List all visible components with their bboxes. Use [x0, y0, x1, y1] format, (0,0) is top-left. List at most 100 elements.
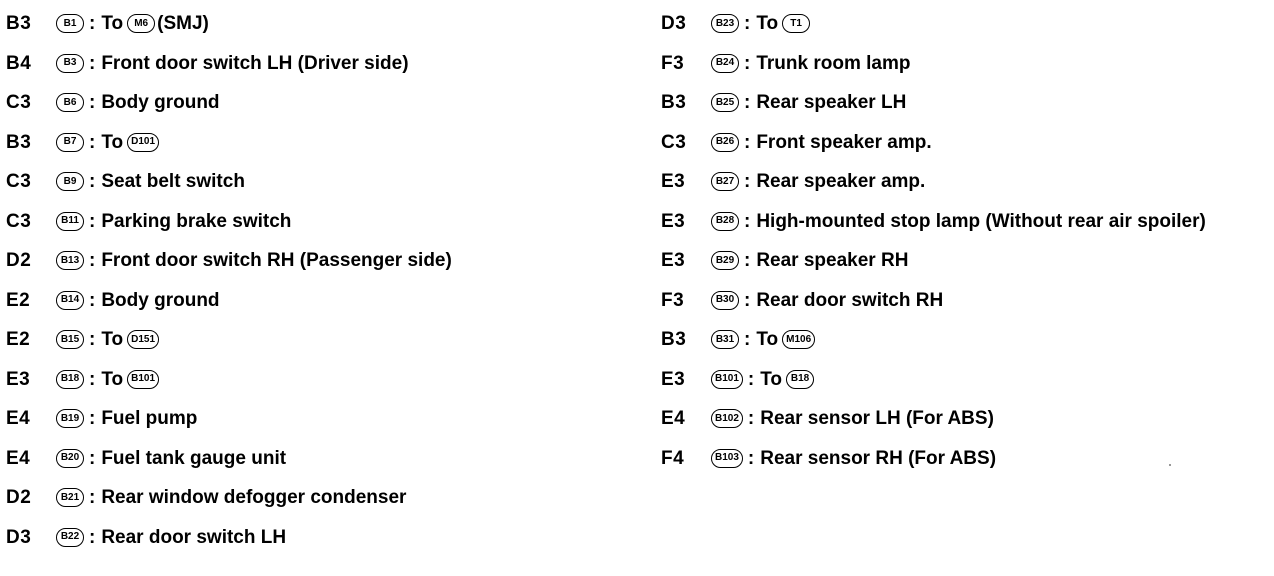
- grid-reference: D2: [6, 487, 32, 509]
- destination-suffix: (SMJ): [157, 13, 209, 35]
- connector-entry: E4 B20 : Fuel tank gauge unit: [6, 439, 626, 479]
- connector-description: Body ground: [101, 92, 220, 114]
- connector-entry: E3 B27 : Rear speaker amp.: [661, 162, 1271, 202]
- separator: :: [747, 408, 755, 430]
- grid-reference: E2: [6, 289, 31, 311]
- connector-badge: B21: [56, 488, 84, 508]
- destination-connector-badge: B18: [786, 369, 815, 389]
- connector-description: Rear sensor LH (For ABS): [760, 408, 994, 430]
- grid-reference: E2: [6, 329, 31, 351]
- grid-reference: C3: [6, 92, 32, 114]
- connector-badge: B29: [711, 251, 739, 271]
- to-label: To: [101, 368, 124, 390]
- grid-reference: B3: [6, 13, 32, 35]
- separator: :: [89, 408, 96, 430]
- connector-badge: B9: [56, 172, 84, 192]
- speck: [1169, 464, 1171, 466]
- connector-entry: E4 B19 : Fuel pump: [6, 399, 626, 439]
- connector-badge: B102: [711, 409, 743, 429]
- separator: :: [744, 13, 751, 35]
- grid-reference: F4: [661, 447, 685, 469]
- destination-connector-badge: T1: [782, 14, 811, 34]
- to-label: To: [101, 329, 124, 351]
- connector-description: High-mounted stop lamp (Without rear air…: [756, 210, 1206, 232]
- connector-badge: B25: [711, 93, 739, 113]
- separator: :: [89, 526, 96, 548]
- connector-entry: D2 B21 : Rear window defogger condenser: [6, 478, 626, 518]
- separator: :: [89, 171, 96, 193]
- connector-badge: B23: [711, 14, 739, 34]
- destination-connector-badge: M106: [782, 330, 816, 350]
- connector-entry: C3 B11 : Parking brake switch: [6, 202, 626, 242]
- separator: :: [744, 329, 751, 351]
- grid-reference: D3: [661, 13, 687, 35]
- separator: :: [89, 250, 96, 272]
- grid-reference: B3: [661, 329, 687, 351]
- connector-list-left: B3 B1 : To M6 (SMJ) B4 B3 : Front door s…: [6, 4, 626, 557]
- connector-badge: B1: [56, 14, 84, 34]
- connector-description: Rear speaker amp.: [756, 171, 926, 193]
- separator: :: [744, 52, 751, 74]
- separator: :: [747, 368, 755, 390]
- grid-reference: B4: [6, 52, 32, 74]
- connector-description: Body ground: [101, 289, 220, 311]
- connector-entry: E3 B28 : High-mounted stop lamp (Without…: [661, 202, 1271, 242]
- connector-badge: B18: [56, 369, 84, 389]
- connector-description: Rear sensor RH (For ABS): [760, 447, 997, 469]
- connector-entry: E3 B101 : To B18: [661, 360, 1271, 400]
- connector-badge: B28: [711, 211, 739, 231]
- destination-connector-badge: M6: [127, 14, 156, 34]
- separator: :: [89, 487, 96, 509]
- separator: :: [89, 447, 96, 469]
- connector-description: Trunk room lamp: [756, 52, 911, 74]
- connector-description: Rear door switch LH: [101, 526, 287, 548]
- grid-reference: E3: [661, 368, 686, 390]
- to-label: To: [760, 368, 783, 390]
- connector-entry: F3 B24 : Trunk room lamp: [661, 44, 1271, 84]
- connector-description: Rear speaker LH: [756, 92, 907, 114]
- separator: :: [744, 250, 751, 272]
- grid-reference: C3: [6, 171, 32, 193]
- connector-badge: B11: [56, 211, 84, 231]
- connector-badge: B20: [56, 448, 84, 468]
- connector-badge: B14: [56, 290, 84, 310]
- connector-list-right: D3 B23 : To T1 F3 B24 : Trunk room lamp …: [661, 4, 1271, 478]
- connector-entry: D3 B23 : To T1: [661, 4, 1271, 44]
- connector-badge: B13: [56, 251, 84, 271]
- connector-entry: C3 B6 : Body ground: [6, 83, 626, 123]
- grid-reference: F3: [661, 289, 685, 311]
- connector-entry: B3 B7 : To D101: [6, 123, 626, 163]
- connector-entry: B3 B1 : To M6 (SMJ): [6, 4, 626, 44]
- connector-entry: B3 B31 : To M106: [661, 320, 1271, 360]
- connector-description: Rear door switch RH: [756, 289, 944, 311]
- separator: :: [744, 171, 751, 193]
- grid-reference: F3: [661, 52, 685, 74]
- connector-description: Front door switch LH (Driver side): [101, 52, 409, 74]
- grid-reference: C3: [661, 131, 687, 153]
- separator: :: [744, 131, 751, 153]
- connector-description: Rear window defogger condenser: [101, 487, 407, 509]
- connector-entry: C3 B9 : Seat belt switch: [6, 162, 626, 202]
- grid-reference: E3: [661, 250, 686, 272]
- separator: :: [89, 52, 96, 74]
- to-label: To: [101, 131, 124, 153]
- connector-badge: B24: [711, 53, 739, 73]
- separator: :: [89, 289, 96, 311]
- grid-reference: E3: [6, 368, 31, 390]
- connector-badge: B15: [56, 330, 84, 350]
- separator: :: [89, 13, 96, 35]
- grid-reference: B3: [6, 131, 32, 153]
- connector-badge: B31: [711, 330, 739, 350]
- connector-entry: D2 B13 : Front door switch RH (Passenger…: [6, 241, 626, 281]
- connector-badge: B26: [711, 132, 739, 152]
- connector-description: Seat belt switch: [101, 171, 245, 193]
- connector-badge: B30: [711, 290, 739, 310]
- connector-badge: B6: [56, 93, 84, 113]
- grid-reference: D2: [6, 250, 32, 272]
- connector-entry: E3 B18 : To B101: [6, 360, 626, 400]
- connector-badge: B27: [711, 172, 739, 192]
- connector-entry: E3 B29 : Rear speaker RH: [661, 241, 1271, 281]
- destination-connector-badge: D151: [127, 330, 160, 350]
- connector-entry: F3 B30 : Rear door switch RH: [661, 281, 1271, 321]
- separator: :: [744, 210, 751, 232]
